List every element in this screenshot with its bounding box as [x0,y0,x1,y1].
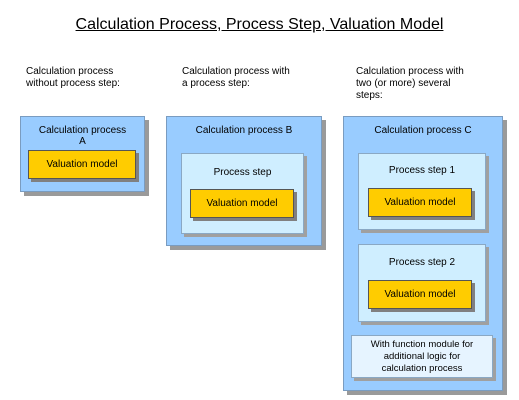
calculation-process-b-label: Calculation process B [195,125,293,136]
calculation-process-a-box: Calculation process A Valuation model [20,116,145,192]
diagram-title: Calculation Process, Process Step, Valua… [75,16,444,33]
process-step-c2: Process step 2 Valuation model [358,244,486,322]
calculation-process-b-box: Calculation process B Process step Valua… [166,116,322,246]
calculation-process-c-box: Calculation process C Process step 1 Val… [343,116,503,391]
caption-process-b: Calculation process with a process step: [182,66,290,89]
calculation-process-a-label: Calculation process A [38,125,127,147]
valuation-model-c2: Valuation model [368,280,472,309]
process-step-c2-label: Process step 2 [388,257,456,268]
calculation-process-c-label: Calculation process C [374,125,472,136]
process-step-b-label: Process step [213,167,272,178]
valuation-model-c1: Valuation model [368,188,472,217]
valuation-model-a: Valuation model [28,150,136,179]
valuation-model-b: Valuation model [190,189,294,218]
caption-process-c: Calculation process with two (or more) s… [356,66,464,101]
process-step-b: Process step Valuation model [181,153,304,234]
caption-process-a: Calculation process without process step… [26,66,120,89]
process-step-c1-label: Process step 1 [388,165,456,176]
process-step-c1: Process step 1 Valuation model [358,153,486,230]
function-module-note: With function module for additional logi… [351,335,493,378]
